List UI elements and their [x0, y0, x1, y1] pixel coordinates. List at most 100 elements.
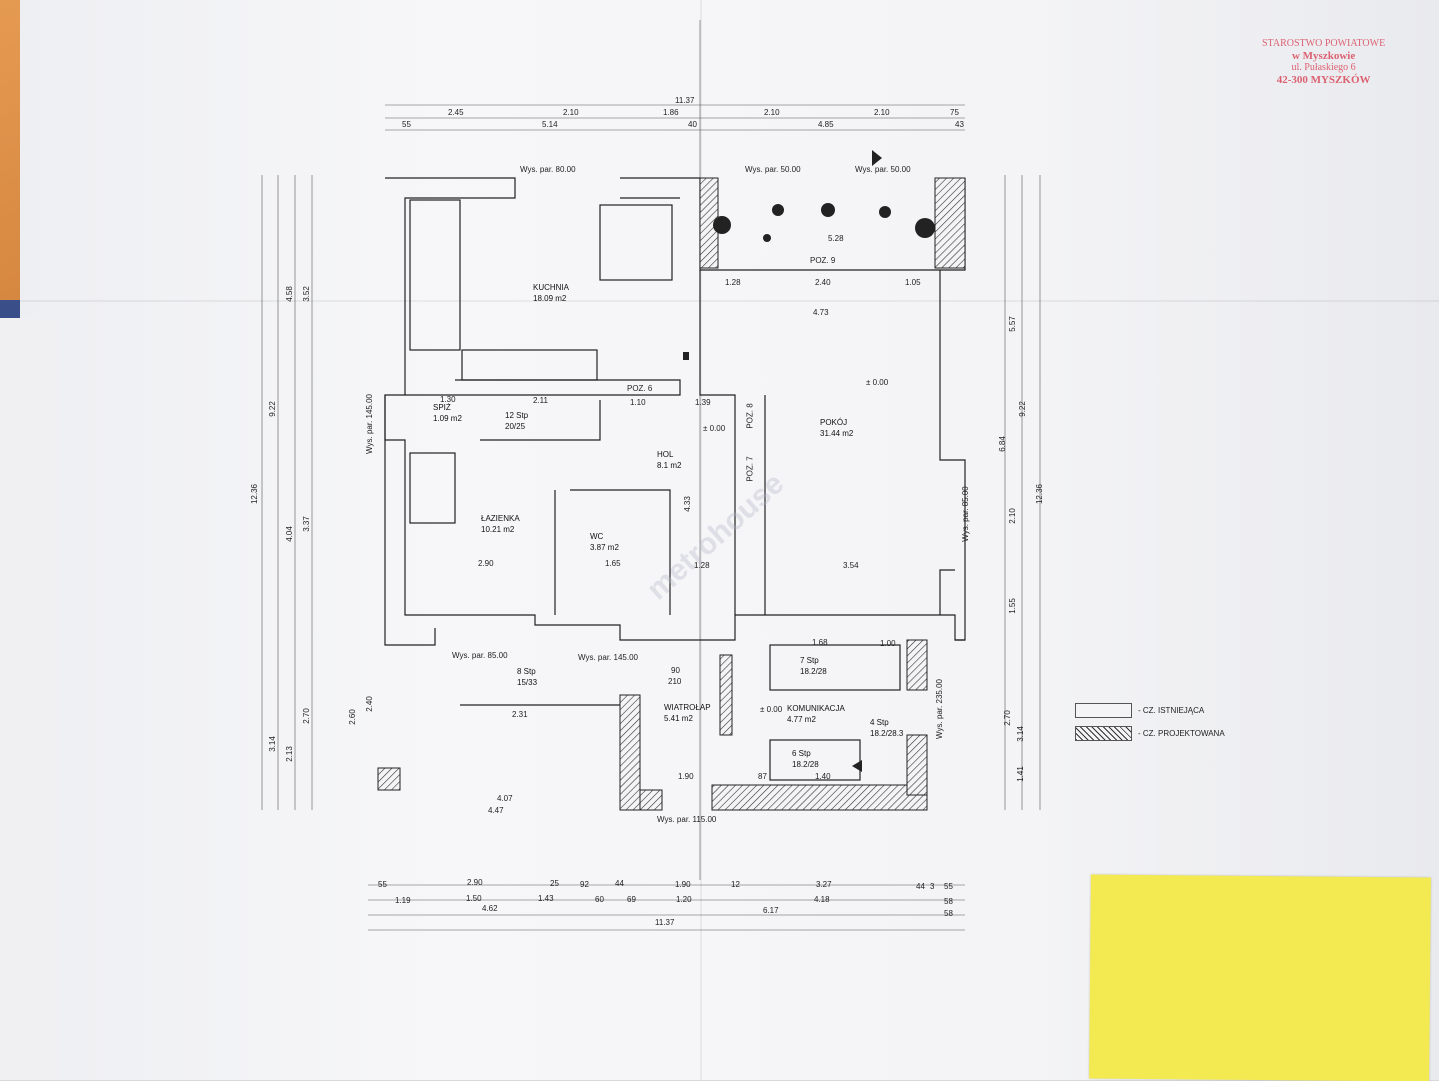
dimension: 2.60: [347, 709, 357, 725]
dimension: 11.37: [655, 918, 675, 927]
dimension: 90: [671, 666, 680, 675]
existing-swatch: [1075, 703, 1132, 718]
dimension: 55: [402, 120, 411, 129]
sill-height: Wys. par. 85.00: [960, 486, 970, 542]
room-area: 5.41 m2: [664, 713, 693, 723]
dimension: 4.07: [497, 794, 513, 803]
dimension: 2.40: [815, 278, 831, 287]
dimension: 210: [668, 677, 682, 686]
room-area: 1.09 m2: [433, 413, 462, 423]
dimension: 1.86: [663, 108, 679, 117]
stairs-steps: 4 Stp: [870, 718, 889, 727]
dimension: 2.90: [467, 878, 483, 887]
sill-height: Wys. par. 145.00: [578, 653, 638, 662]
room-area: 4.77 m2: [787, 714, 816, 724]
sill-height: Wys. par. 50.00: [745, 165, 801, 174]
dimension: 3.27: [816, 880, 832, 889]
dimension: 3.37: [301, 516, 311, 532]
stairs-ratio: 18.2/28.3: [870, 728, 904, 738]
stairs-ratio: 18.2/28: [800, 666, 827, 676]
dimension: 4.04: [284, 526, 294, 542]
paper-fold: [20, 300, 1439, 302]
dimension: 75: [950, 108, 959, 117]
sill-height: Wys. par. 85.00: [452, 651, 508, 660]
dimension: 1.00: [880, 639, 896, 648]
stamp-line: 42-300 MYSZKÓW: [1276, 73, 1371, 86]
dimension: 6.17: [763, 906, 779, 915]
dimension: 2.70: [301, 708, 311, 724]
room-name: KUCHNIA: [533, 283, 570, 292]
stamp-line: ul. Pułaskiego 6: [1291, 62, 1356, 74]
dimension: 44: [916, 882, 925, 891]
stamp-line: STAROSTWO POWIATOWE: [1262, 38, 1386, 49]
stairs-ratio: 15/33: [517, 677, 538, 687]
dimension: 2.13: [284, 746, 294, 762]
dimension: 1.50: [466, 894, 482, 903]
dimension: 2.11: [533, 396, 548, 405]
dimension: 3.14: [267, 736, 277, 752]
dimension: 4.73: [813, 308, 829, 317]
dimension: 60: [595, 895, 604, 904]
stairs-steps: 6 Stp: [792, 749, 811, 758]
dimension: 44: [615, 879, 624, 888]
legend-item-existing: - CZ. ISTNIEJĄCA: [1075, 703, 1225, 718]
sill-height: Wys. par. 115.00: [657, 815, 717, 824]
room-name: HOL: [657, 450, 674, 459]
dimension: 4.18: [814, 895, 830, 904]
dimension: 40: [688, 120, 697, 129]
stairs-ratio: 18.2/28: [792, 759, 819, 769]
position-label: POZ. 7: [745, 456, 755, 482]
dimension: 87: [758, 772, 767, 781]
office-stamp: STAROSTWO POWIATOWE w Myszkowie ul. Puła…: [1262, 38, 1385, 86]
room-area: 18.09 m2: [533, 293, 567, 303]
dimension: 5.14: [542, 120, 558, 129]
stamp-line: w Myszkowie: [1291, 49, 1356, 62]
dimension: 1.68: [812, 638, 828, 647]
level-mark: ± 0.00: [760, 705, 783, 714]
room-name: POKÓJ: [820, 418, 848, 427]
stairs-ratio: 20/25: [505, 421, 526, 431]
dimension: 2.10: [764, 108, 780, 117]
legend-item-designed: - CZ. PROJEKTOWANA: [1075, 726, 1225, 741]
sill-height: Wys. par. 80.00: [520, 165, 576, 174]
dimension: 58: [944, 909, 953, 918]
dimension: 12.36: [1035, 483, 1045, 505]
dimension: 5.57: [1007, 316, 1017, 332]
dimension: 1.90: [678, 772, 694, 781]
sill-height: Wys. par. 235.00: [934, 679, 944, 739]
dimension: 2.31: [512, 710, 528, 719]
dimension: 1.05: [905, 278, 921, 287]
dimension: 1.28: [694, 561, 710, 570]
dimension: 1.55: [1007, 598, 1017, 614]
legend-label: - CZ. ISTNIEJĄCA: [1138, 706, 1205, 715]
dimension: 2.70: [1002, 710, 1012, 726]
dimension: 1.43: [538, 894, 554, 903]
dimension: 1.40: [815, 772, 831, 781]
dimension: 1.19: [395, 896, 411, 905]
dimension: 2.10: [563, 108, 579, 117]
legend-label: - CZ. PROJEKTOWANA: [1138, 729, 1225, 738]
dimension: 1.41: [1015, 766, 1025, 782]
dimension: 12: [731, 880, 740, 889]
position-label: POZ. 6: [627, 384, 653, 393]
dimension: 4.47: [488, 806, 504, 815]
dimension: 5.28: [828, 234, 844, 243]
dimension: 92: [580, 880, 589, 889]
dimension: 12.36: [250, 483, 260, 505]
dimension: 6.84: [997, 436, 1007, 452]
dimension: 3.54: [843, 561, 859, 570]
paper-flap: [0, 318, 60, 1080]
room-area: 31.44 m2: [820, 428, 854, 438]
dimension: 1.30: [440, 395, 456, 404]
dimension: 9.22: [267, 401, 277, 417]
sticky-note: [1089, 874, 1431, 1081]
